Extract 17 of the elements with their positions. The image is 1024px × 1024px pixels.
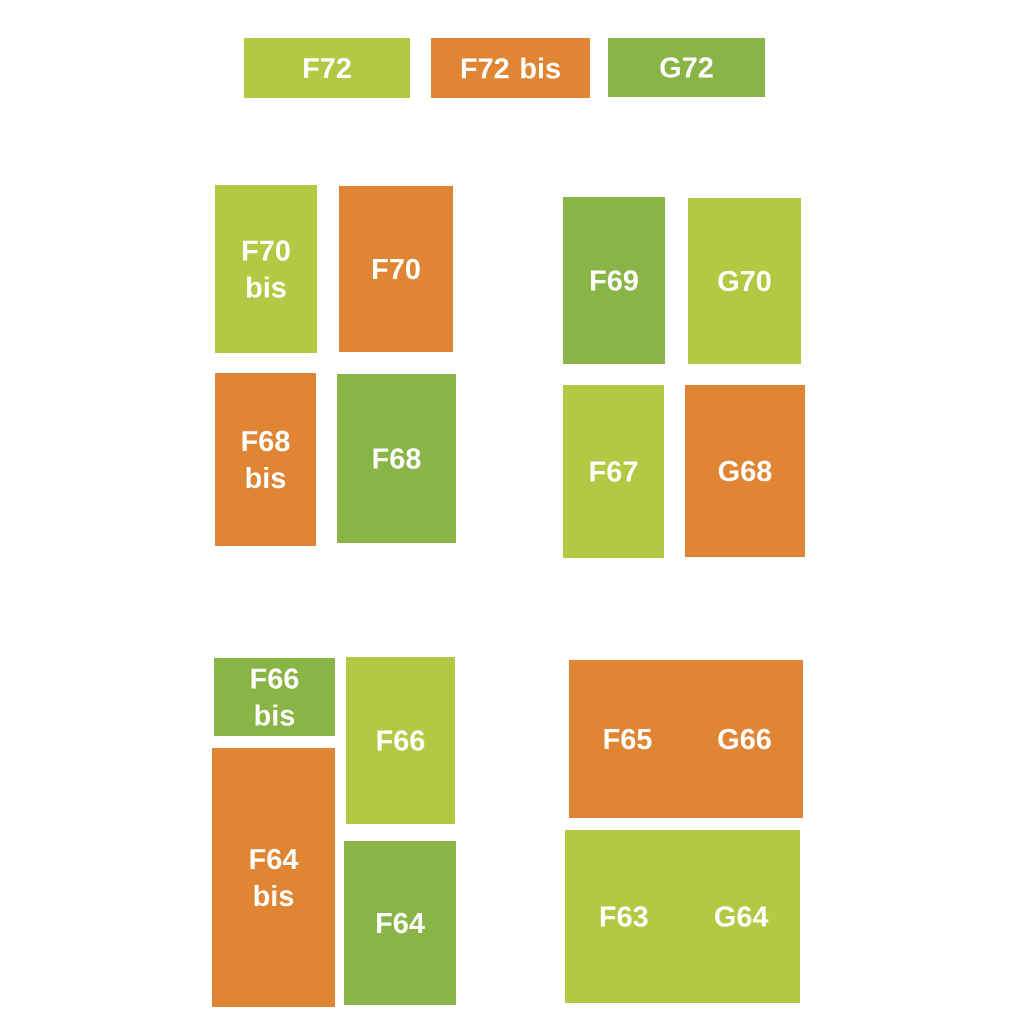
plot-box: F66 — [346, 657, 455, 824]
plot-box: G68 — [685, 385, 805, 557]
plot-box: F64 — [344, 841, 456, 1005]
plot-box: F68 — [337, 374, 456, 543]
plot-box: F70 — [339, 186, 453, 352]
plot-box: F72 bis — [431, 38, 590, 98]
plot-box: F67 — [563, 385, 664, 558]
plot-box: F68 bis — [215, 373, 316, 546]
plot-box: F64 bis — [212, 748, 335, 1007]
plot-box: F72 — [244, 38, 410, 98]
plot-box: F65 G66 — [569, 660, 803, 818]
plot-box: F63 G64 — [565, 830, 800, 1003]
plot-box: F70 bis — [215, 185, 317, 353]
plot-box: G72 — [608, 38, 765, 97]
plot-box: G70 — [688, 198, 801, 364]
plot-box: F69 — [563, 197, 665, 364]
plot-box: F66 bis — [214, 658, 335, 736]
